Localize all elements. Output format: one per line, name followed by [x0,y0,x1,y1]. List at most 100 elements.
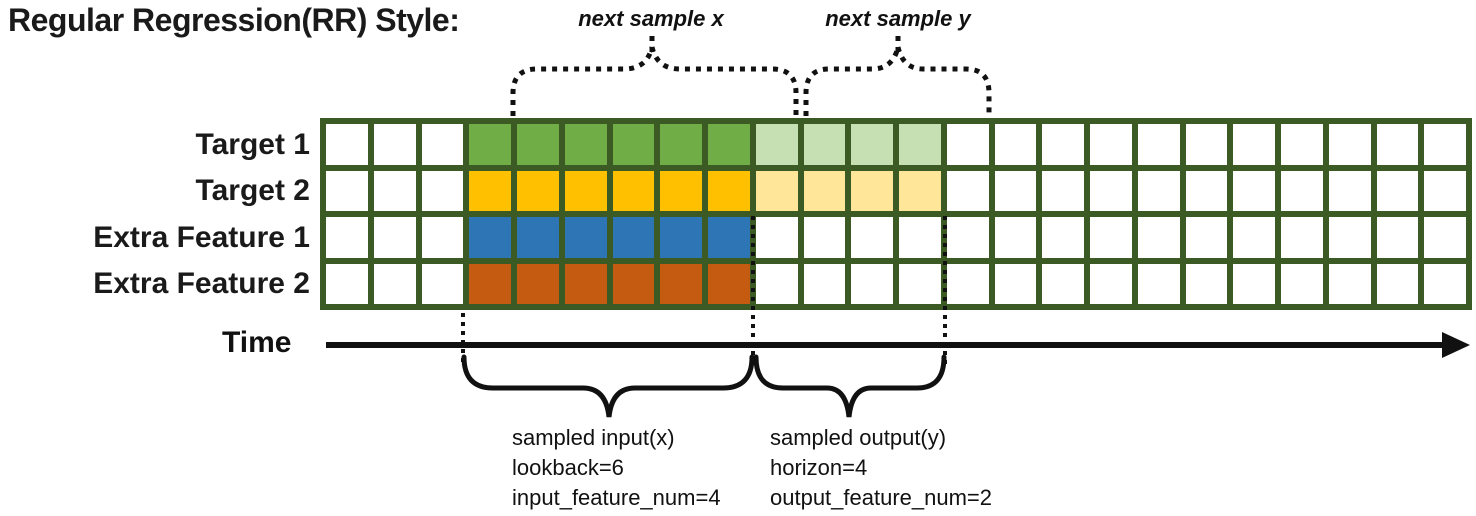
brace-curve [753,354,947,418]
grid-cell [1233,170,1275,211]
grid-cell [851,217,893,258]
grid-cell [421,170,464,211]
sampled-input-brace [461,354,755,418]
grid-cell [612,217,655,258]
grid-cell [373,124,416,165]
grid-cell [1233,217,1275,258]
grid-cell [612,124,655,165]
diagram-title: Regular Regression(RR) Style: [8,2,460,38]
sampled-output-title: sampled output(y) [770,425,947,450]
brace-curve [803,46,901,116]
grid-cell [564,217,607,258]
time-axis-arrowhead [1442,332,1470,358]
grid-cell [1328,217,1371,258]
grid-cell [1281,263,1323,304]
grid-cell [851,263,893,304]
grid-cell [1090,263,1132,304]
grid-cell [1424,217,1466,258]
grid-cell [1042,263,1084,304]
grid-cell [1137,170,1180,211]
next-sample-x-brace [510,34,799,116]
grid-cell [326,124,368,165]
grid-cell [421,217,464,258]
grid-cell [946,217,989,258]
grid-cell [708,124,750,165]
output-feature-num-value: output_feature_num=2 [770,485,993,510]
grid-cell [708,170,750,211]
grid-cell [1424,170,1466,211]
grid-cell [755,217,798,258]
grid-cell [660,170,702,211]
lookback-value: lookback=6 [512,455,624,480]
grid-cell [517,124,559,165]
brace-curve [461,354,755,418]
grid-cell [946,263,989,304]
time-axis-arrow [326,332,1470,358]
grid-cell [1281,170,1323,211]
grid-cell [660,217,702,258]
grid-cell [899,263,941,304]
grid-cell [1042,124,1084,165]
next-sample-x-label: next sample x [578,6,724,31]
grid-cell [1090,124,1132,165]
row-label-target-1: Target 1 [195,128,310,161]
grid-cell [326,263,368,304]
grid-cell [517,217,559,258]
grid-cell [994,217,1037,258]
grid-cell [755,124,798,165]
grid-cell [1137,263,1180,304]
grid-cell [708,217,750,258]
row-label-target-2: Target 2 [195,174,310,207]
grid-cell [612,170,655,211]
sampled-output-brace [753,354,947,418]
grid-cell [1281,217,1323,258]
sampled-input-title: sampled input(x) [512,425,675,450]
horizon-value: horizon=4 [770,455,868,480]
grid-cell [612,263,655,304]
grid-cell [994,124,1037,165]
grid-cell [660,263,702,304]
grid-cell [373,170,416,211]
grid-cell [994,263,1037,304]
time-axis-label: Time [222,326,292,359]
next-sample-y-brace [803,34,992,116]
grid-cell [469,170,511,211]
grid-cell [946,170,989,211]
brace-curve [510,46,655,116]
input-feature-num-value: input_feature_num=4 [512,485,721,510]
grid-cell [373,263,416,304]
grid-cell [1042,170,1084,211]
grid-cell [1376,263,1419,304]
grid-cell [517,170,559,211]
grid-cell [326,170,368,211]
grid-cell [1185,263,1228,304]
grid-cell [469,263,511,304]
grid-cell [1281,124,1323,165]
grid-cell [708,263,750,304]
grid-cell [564,263,607,304]
grid-cell [1185,217,1228,258]
grid-cell [1090,170,1132,211]
grid-cell [1137,217,1180,258]
grid-cell [469,124,511,165]
grid-cell [326,217,368,258]
grid-cell [1185,170,1228,211]
sampled-output-annotation: sampled output(y) horizon=4 output_featu… [770,423,992,513]
grid-cell [1233,124,1275,165]
next-sample-y-label: next sample y [825,6,971,31]
grid-cell [1233,263,1275,304]
grid-cell [899,217,941,258]
sampled-input-annotation: sampled input(x) lookback=6 input_featur… [512,423,721,513]
grid-cell [517,263,559,304]
grid-cell [1376,217,1419,258]
grid-cell [994,170,1037,211]
grid-cell [946,124,989,165]
grid-cell [564,124,607,165]
grid-cell [755,263,798,304]
grid-cell [1137,124,1180,165]
brace-curve [649,46,799,116]
grid-cell [1090,217,1132,258]
grid-cell [1424,263,1466,304]
grid-cell [1042,217,1084,258]
